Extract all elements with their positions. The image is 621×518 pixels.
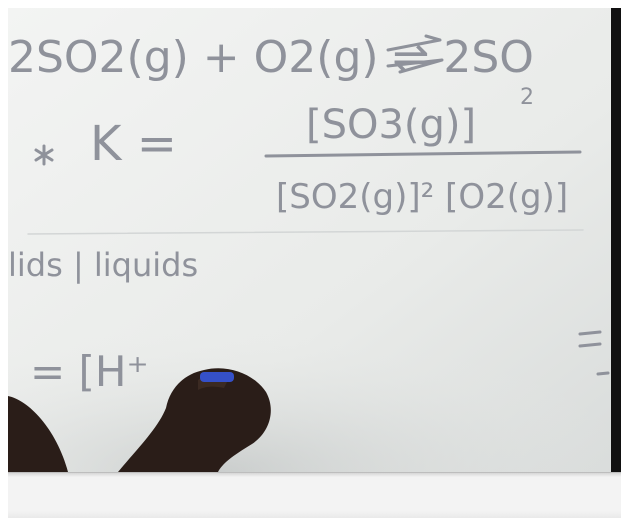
marker-pen bbox=[200, 372, 234, 382]
board-shadow bbox=[8, 268, 611, 472]
solids-liquids-note: lids | liquids bbox=[8, 246, 198, 284]
handwriting-strokes bbox=[27, 34, 610, 376]
faint-rule bbox=[27, 229, 584, 235]
right-dash-mark bbox=[596, 371, 610, 376]
video-edge-bar bbox=[611, 8, 621, 472]
fraction-numerator: [SO3(g)] bbox=[306, 102, 476, 148]
whiteboard-image: 2SO2(g) + O2(g) ⇌ 2SO K = [SO3(g)] 2 [SO… bbox=[8, 8, 611, 472]
numerator-exponent: 2 bbox=[520, 85, 534, 110]
hand-silhouette bbox=[8, 368, 271, 472]
video-frame[interactable]: 2SO2(g) + O2(g) ⇌ 2SO K = [SO3(g)] 2 [SO… bbox=[8, 8, 611, 472]
fraction-bar bbox=[264, 150, 582, 158]
left-shoulder bbox=[8, 396, 68, 472]
fraction-denominator: [SO2(g)]² [O2(g)] bbox=[276, 177, 568, 217]
equilibrium-constant-label: K = bbox=[90, 116, 177, 172]
right-equals-mark bbox=[578, 330, 602, 348]
equation-line-4: = [H⁺ bbox=[30, 347, 149, 396]
player-control-bar[interactable] bbox=[8, 472, 621, 518]
equation-line-1: 2SO2(g) + O2(g) ⇌ 2SO bbox=[8, 32, 534, 83]
equilibrium-arrow-mark bbox=[386, 34, 444, 74]
hand-fist bbox=[118, 368, 271, 472]
star-mark bbox=[34, 144, 54, 166]
